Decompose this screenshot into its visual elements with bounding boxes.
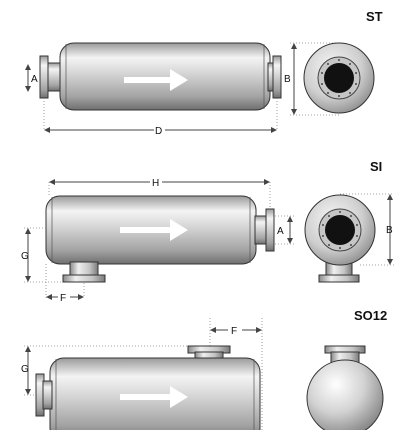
st-shell (59, 42, 271, 111)
st-dim-d: D (155, 126, 162, 137)
si-dim-f: F (60, 293, 66, 304)
flange-bolt-circle (318, 208, 362, 252)
so12-dim-g: G (21, 364, 29, 375)
so12-dim-f: F (231, 326, 237, 337)
st-dim-b: B (284, 74, 291, 85)
flow-direction-arrow (120, 386, 188, 408)
si-bottom-flange (62, 274, 106, 283)
st-right-flange (272, 55, 282, 99)
model-si: SI H G F A (21, 159, 394, 304)
st-dim-a: A (31, 74, 38, 85)
si-right-flange (265, 208, 275, 252)
si-dim-h: H (152, 178, 159, 189)
model-so12: SO12 F G (21, 308, 387, 430)
model-label-st: ST (366, 9, 383, 24)
si-bottom-nozzle (69, 261, 99, 277)
model-label-si: SI (370, 159, 382, 174)
flange-bolt-circle (317, 56, 361, 100)
flow-direction-arrow (120, 219, 188, 241)
flow-direction-arrow (124, 69, 188, 91)
st-left-flange (39, 55, 49, 99)
model-st: ST A D B (25, 9, 383, 137)
si-dim-b: B (386, 225, 393, 236)
si-end-bottom-flange (318, 274, 360, 283)
so12-left-nozzle (42, 380, 53, 410)
si-dim-a: A (277, 226, 284, 237)
so12-end-shell (306, 359, 384, 430)
si-right-nozzle (254, 215, 268, 245)
model-label-so12: SO12 (354, 308, 387, 323)
si-dim-g: G (21, 251, 29, 262)
